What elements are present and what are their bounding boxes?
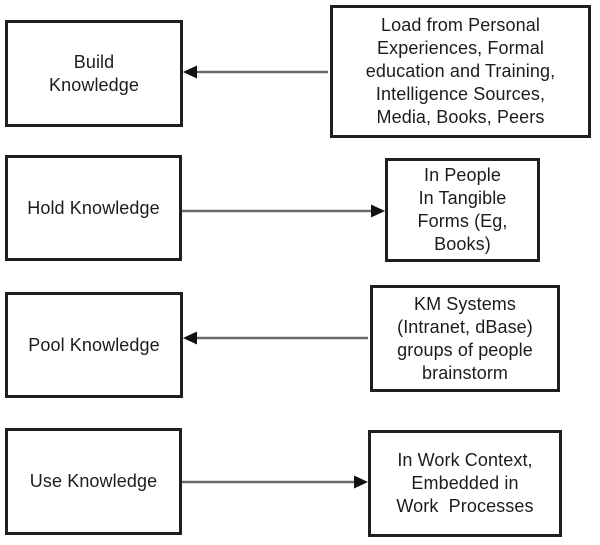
arrow-right-icon (182, 204, 385, 218)
box-pool-knowledge-label: Pool Knowledge (28, 334, 160, 355)
box-build-knowledge: Build Knowledge (5, 20, 183, 127)
box-build-knowledge-sources-label: Load from Personal Experiences, Formal e… (365, 15, 556, 127)
box-hold-knowledge-label: Hold Knowledge (27, 197, 160, 218)
arrow-left-icon (183, 65, 328, 79)
box-pool-knowledge-systems-label: KM Systems (Intranet, dBase) groups of p… (397, 293, 533, 383)
arrow-right-icon (182, 475, 368, 489)
box-hold-knowledge: Hold Knowledge (5, 155, 182, 261)
arrow-left-icon (183, 331, 368, 345)
box-hold-knowledge-forms: In People In Tangible Forms (Eg, Books) (385, 158, 540, 262)
box-use-knowledge-context-label: In Work Context, Embedded in Work Proces… (396, 450, 534, 516)
box-pool-knowledge: Pool Knowledge (5, 292, 183, 398)
box-use-knowledge: Use Knowledge (5, 428, 182, 535)
box-use-knowledge-label: Use Knowledge (29, 471, 158, 491)
box-pool-knowledge-systems: KM Systems (Intranet, dBase) groups of p… (370, 285, 560, 392)
box-build-knowledge-label: Build Knowledge (49, 51, 139, 95)
box-use-knowledge-context: In Work Context, Embedded in Work Proces… (368, 430, 562, 537)
box-build-knowledge-sources: Load from Personal Experiences, Formal e… (330, 5, 591, 138)
box-hold-knowledge-forms-label: In People In Tangible Forms (Eg, Books) (417, 165, 508, 254)
